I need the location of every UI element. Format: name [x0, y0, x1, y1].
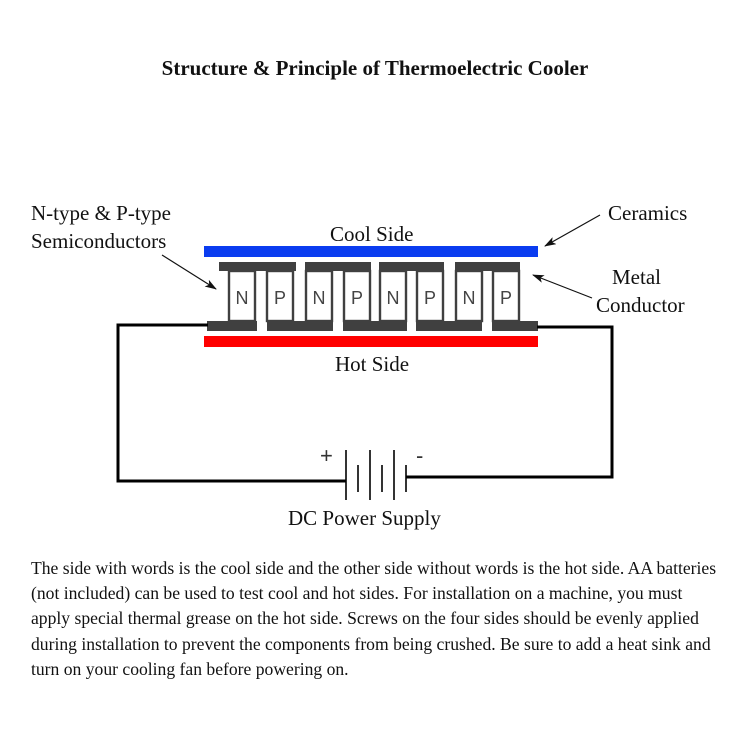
ceramics-label: Ceramics — [608, 201, 688, 225]
metal-conductor-arrow — [532, 274, 593, 299]
hot-side-label: Hot Side — [335, 352, 410, 376]
n-type-pellet: N — [304, 269, 334, 323]
cool-side-label: Cool Side — [330, 222, 414, 246]
top-conductor — [379, 262, 444, 271]
semiconductors-label-line2: Semiconductors — [31, 229, 167, 253]
top-conductor — [455, 262, 520, 271]
pellet-type-label: N — [313, 288, 326, 308]
n-type-pellet: N — [227, 269, 257, 323]
bottom-conductor — [207, 321, 257, 331]
top-conductor — [305, 262, 371, 271]
pellet-type-label: N — [236, 288, 249, 308]
p-type-pellet: P — [415, 269, 445, 323]
top-conductor — [219, 262, 296, 271]
n-type-pellet: N — [378, 269, 408, 323]
p-type-pellet: P — [342, 269, 372, 323]
pellet-body — [265, 269, 295, 323]
pellet-body — [415, 269, 445, 323]
pellet-type-label: N — [387, 288, 400, 308]
pellet-body — [491, 269, 521, 323]
semiconductors-label-line1: N-type & P-type — [31, 201, 171, 225]
bottom-conductor — [267, 321, 333, 331]
hot-side-ceramic — [204, 336, 538, 347]
bottom-conductors — [207, 321, 538, 331]
bottom-conductor — [416, 321, 482, 331]
n-type-pellet: N — [454, 269, 484, 323]
pellet-type-label: N — [463, 288, 476, 308]
positive-terminal-label: + — [320, 443, 333, 468]
pellet-body — [227, 269, 257, 323]
semiconductors-arrow — [161, 254, 217, 290]
p-type-pellet: P — [265, 269, 295, 323]
circuit-wire-left — [116, 323, 346, 483]
bottom-conductor — [343, 321, 407, 331]
diagram-title: Structure & Principle of Thermoelectric … — [161, 56, 589, 80]
metal-conductor-label-line2: Conductor — [596, 293, 685, 317]
description-paragraph: The side with words is the cool side and… — [31, 558, 717, 679]
ceramics-arrow — [544, 214, 601, 247]
negative-terminal-label: - — [416, 443, 424, 468]
p-type-pellet: P — [491, 269, 521, 323]
circuit-wire-right — [406, 325, 614, 479]
top-conductors — [219, 262, 520, 271]
pellet-type-label: P — [274, 288, 286, 308]
pellet-type-label: P — [351, 288, 363, 308]
pellet-type-label: P — [424, 288, 436, 308]
metal-conductor-label-line1: Metal — [612, 265, 661, 289]
pellet-body — [378, 269, 408, 323]
pellet-body — [342, 269, 372, 323]
pellet-body — [304, 269, 334, 323]
dc-power-supply-label: DC Power Supply — [288, 506, 441, 530]
battery-icon — [345, 450, 407, 500]
pellet-type-label: P — [500, 288, 512, 308]
bottom-conductor — [492, 321, 538, 331]
pellet-body — [454, 269, 484, 323]
cool-side-ceramic — [204, 246, 538, 257]
